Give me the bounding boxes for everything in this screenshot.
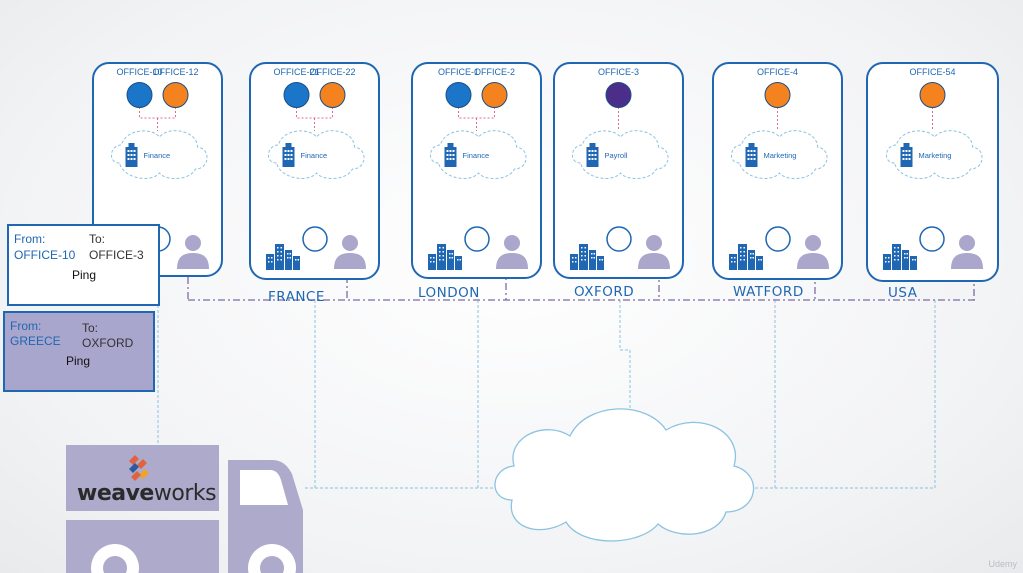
office-node — [481, 82, 508, 108]
office-label: OFFICE-1 — [438, 67, 479, 77]
weaveworks-logo-text: weaveworks — [77, 481, 216, 506]
office-label: OFFICE-12 — [152, 67, 198, 77]
truck-wheel-front-hub — [260, 556, 284, 573]
office-node — [445, 82, 472, 108]
site-label-oxford: OXFORD — [574, 284, 634, 300]
office-node — [919, 82, 946, 108]
office-node — [605, 82, 632, 108]
department-label: Marketing — [919, 151, 952, 160]
host-node — [302, 226, 328, 252]
truck-window — [240, 470, 288, 505]
office-node — [283, 82, 310, 108]
office-label: OFFICE-21 — [273, 67, 319, 77]
packet-from-label: From: — [10, 319, 42, 333]
truck-cargo-bottom — [66, 520, 219, 573]
host-node — [464, 226, 490, 252]
office-label: OFFICE-2 — [474, 67, 515, 77]
department-label: Finance — [463, 151, 490, 160]
office-node — [764, 82, 791, 108]
network-links — [157, 300, 936, 489]
office-label: OFFICE-22 — [309, 67, 355, 77]
packet-office10-to-office3: From: OFFICE-10 To: OFFICE-3 Ping — [7, 224, 160, 306]
office-label: OFFICE-4 — [757, 67, 798, 77]
packet-payload: Ping — [72, 268, 97, 282]
packet-from-value: GREECE — [10, 334, 61, 348]
weaveworks-logo-icon — [129, 455, 149, 481]
site-label-france: FRANCE — [268, 289, 325, 305]
office-label: OFFICE-10 — [116, 67, 162, 77]
office-label: OFFICE-54 — [909, 67, 955, 77]
office-connector — [139, 107, 176, 131]
department-label: Payroll — [605, 151, 628, 160]
host-node — [919, 226, 945, 252]
internet-cloud — [494, 408, 755, 542]
site-label-london: LONDON — [418, 285, 480, 301]
department-label: Finance — [301, 151, 328, 160]
weaveworks-truck: weaveworks — [66, 445, 303, 573]
office-connector — [296, 107, 333, 131]
packet-to-label: To: — [89, 232, 106, 246]
site-label-usa: USA — [888, 285, 918, 301]
office-node — [319, 82, 346, 108]
office-node — [126, 82, 153, 108]
site-label-watford: WATFORD — [733, 284, 804, 300]
department-label: Marketing — [764, 151, 797, 160]
packet-to-value: OFFICE-3 — [89, 248, 144, 262]
packet-to-label: To: — [82, 321, 99, 335]
packet-greece-to-oxford: From: GREECE To: OXFORD Ping — [3, 311, 155, 392]
office-node — [162, 82, 189, 108]
truck-wheel-rear-hub — [103, 556, 127, 573]
office-connector — [458, 107, 495, 131]
host-node — [606, 226, 632, 252]
udemy-watermark: Udemy — [988, 559, 1017, 569]
packet-from-value: OFFICE-10 — [14, 248, 76, 262]
host-node — [765, 226, 791, 252]
packet-from-label: From: — [14, 232, 46, 246]
packet-to-value: OXFORD — [82, 336, 134, 350]
packet-payload: Ping — [66, 354, 91, 368]
office-label: OFFICE-3 — [598, 67, 639, 77]
department-label: Finance — [144, 151, 171, 160]
